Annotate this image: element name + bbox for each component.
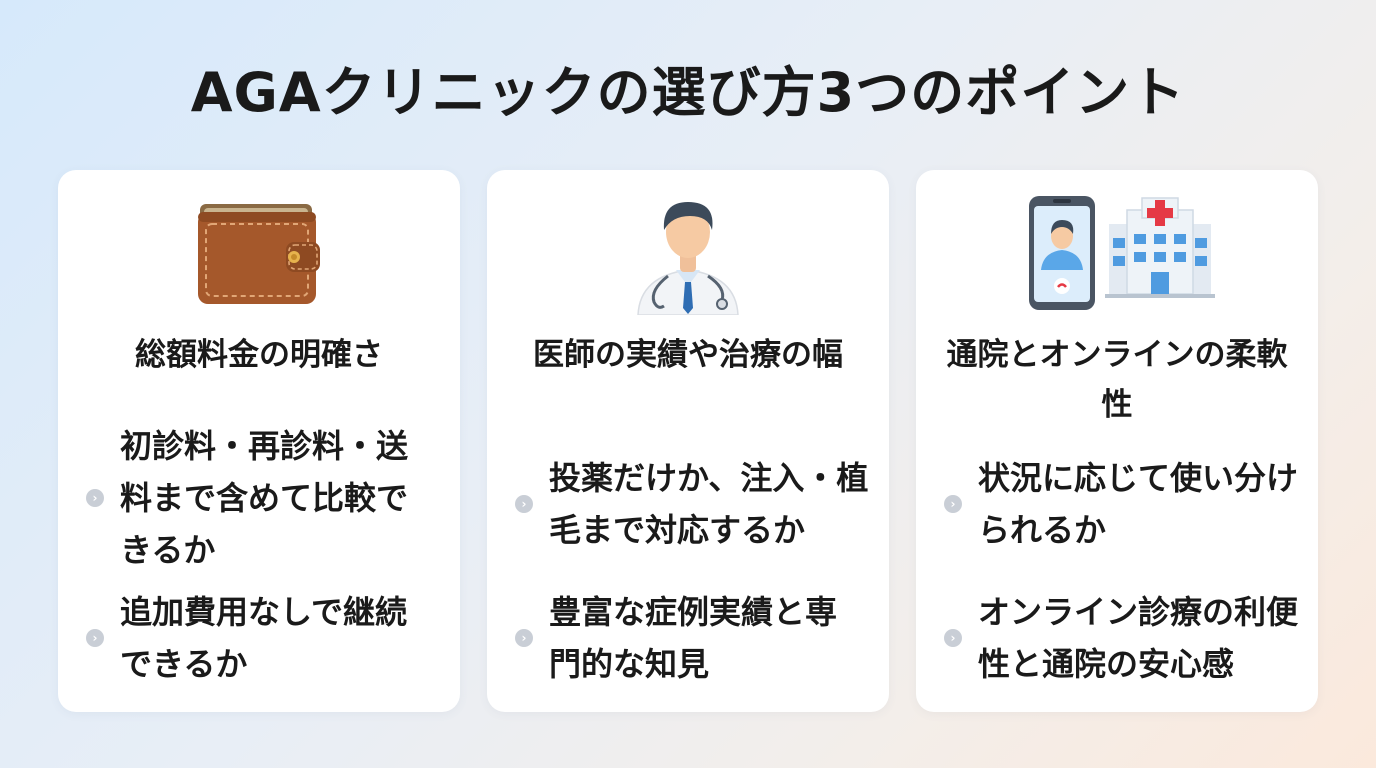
chevron-right-icon: › [944,495,962,513]
page-title: AGAクリニックの選び方3つのポイント [190,61,1186,124]
card-title: 通院とオンラインの柔軟性 [946,337,1288,423]
list-item: › 追加費用なしで継続できるか [86,586,440,690]
smartphone-hospital-icon [916,190,1318,315]
chevron-right-icon: › [515,629,533,647]
list-item: › 初診料・再診料・送料まで含めて比較できるか [86,420,440,576]
wallet-icon [58,190,460,315]
card-doctor-experience: 医師の実績や治療の幅 › 投薬だけか、注入・植毛まで対応するか › 豊富な症例実… [487,170,889,712]
list-item: › 豊富な症例実績と専門的な知見 [515,586,869,690]
list-item: › オンライン診療の利便性と通院の安心感 [944,586,1298,690]
card-total-price: 総額料金の明確さ › 初診料・再診料・送料まで含めて比較できるか › 追加費用な… [58,170,460,712]
chevron-right-icon: › [86,489,104,507]
chevron-right-icon: › [86,629,104,647]
list-item: › 投薬だけか、注入・植毛まで対応するか [515,452,869,556]
card-title: 総額料金の明確さ [135,337,383,373]
chevron-right-icon: › [944,629,962,647]
card-title: 医師の実績や治療の幅 [533,337,843,373]
doctor-icon [487,190,889,315]
card-online-flexibility: 通院とオンラインの柔軟性 › 状況に応じて使い分けられるか › オンライン診療の… [916,170,1318,712]
list-item: › 状況に応じて使い分けられるか [944,452,1298,556]
chevron-right-icon: › [515,495,533,513]
